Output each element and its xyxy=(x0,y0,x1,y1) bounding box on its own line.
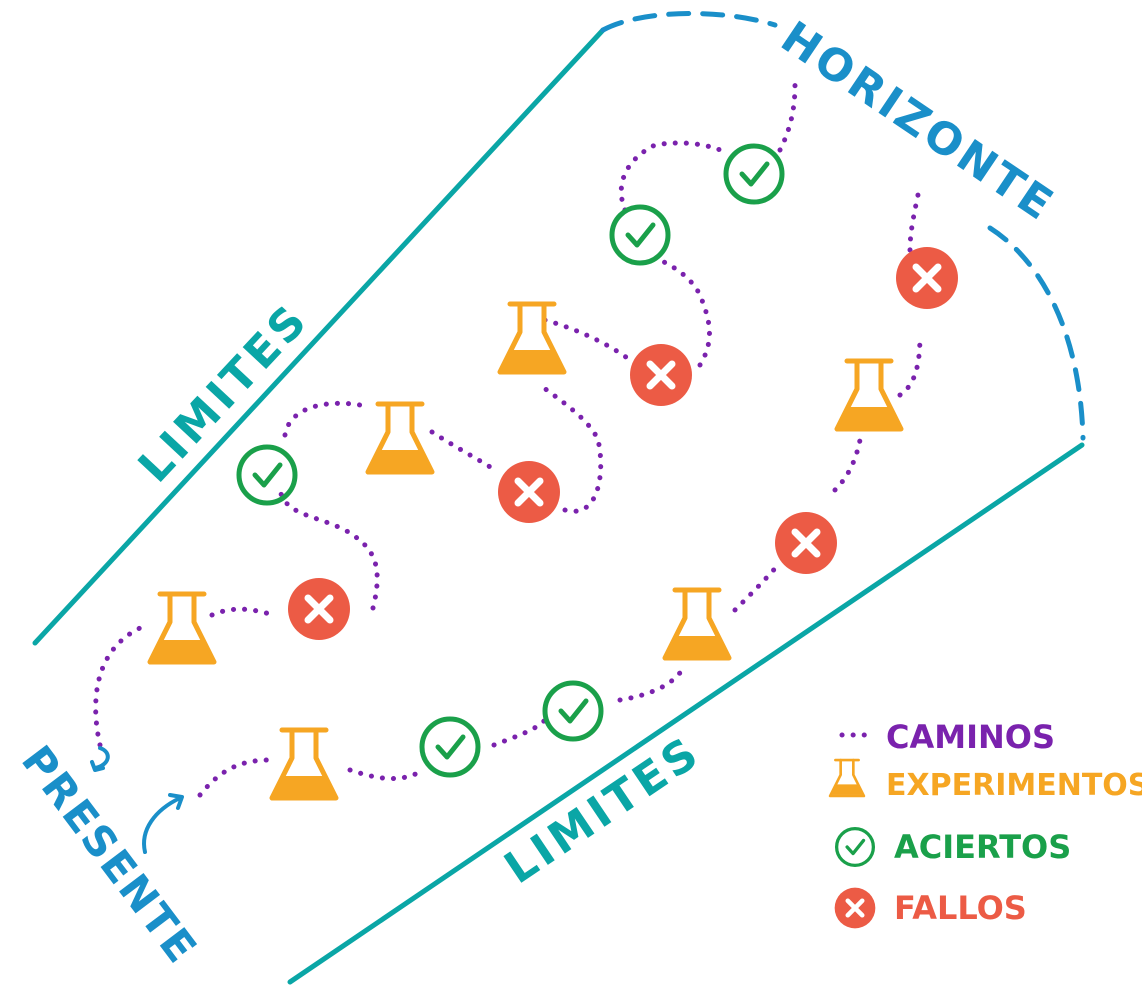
flask-icon xyxy=(150,594,214,662)
legend-paths-label: CAMINOS xyxy=(886,718,1055,756)
horizon-label: HORIZONTE xyxy=(772,12,1064,232)
successes xyxy=(239,146,782,775)
x-circle-icon xyxy=(896,247,958,309)
check-circle-icon xyxy=(239,447,295,503)
flask-icon xyxy=(828,758,866,798)
limit-label-bottom: LIMITES xyxy=(496,726,710,894)
flask-icon xyxy=(272,730,336,798)
legend: CAMINOS EXPERIMENTOS ACIERTOS FALLOS xyxy=(828,718,1142,929)
check-circle-icon xyxy=(834,826,876,868)
present-arrow-curl-icon xyxy=(90,746,110,772)
present-arrow-up-icon xyxy=(142,793,184,854)
x-circle-icon xyxy=(630,344,692,406)
flask-icon xyxy=(837,361,901,429)
flask-icon xyxy=(665,590,729,658)
x-circle-icon xyxy=(775,512,837,574)
limit-line-bottom xyxy=(287,442,1085,985)
x-circle-icon xyxy=(498,461,560,523)
legend-failures-label: FALLOS xyxy=(894,889,1027,927)
legend-successes-label: ACIERTOS xyxy=(894,828,1071,866)
limit-line-top xyxy=(32,27,606,646)
x-circle-icon xyxy=(835,888,876,929)
check-circle-icon xyxy=(422,719,478,775)
check-circle-icon xyxy=(726,146,782,202)
present-label: PRESENTE xyxy=(12,737,207,974)
paths xyxy=(93,82,923,798)
legend-experiments-label: EXPERIMENTOS xyxy=(886,768,1142,803)
flask-icon xyxy=(368,404,432,472)
horizon-curve xyxy=(600,11,1086,441)
failures xyxy=(288,247,958,640)
check-circle-icon xyxy=(545,683,601,739)
x-circle-icon xyxy=(288,578,350,640)
check-circle-icon xyxy=(612,207,668,263)
flask-icon xyxy=(500,304,564,372)
